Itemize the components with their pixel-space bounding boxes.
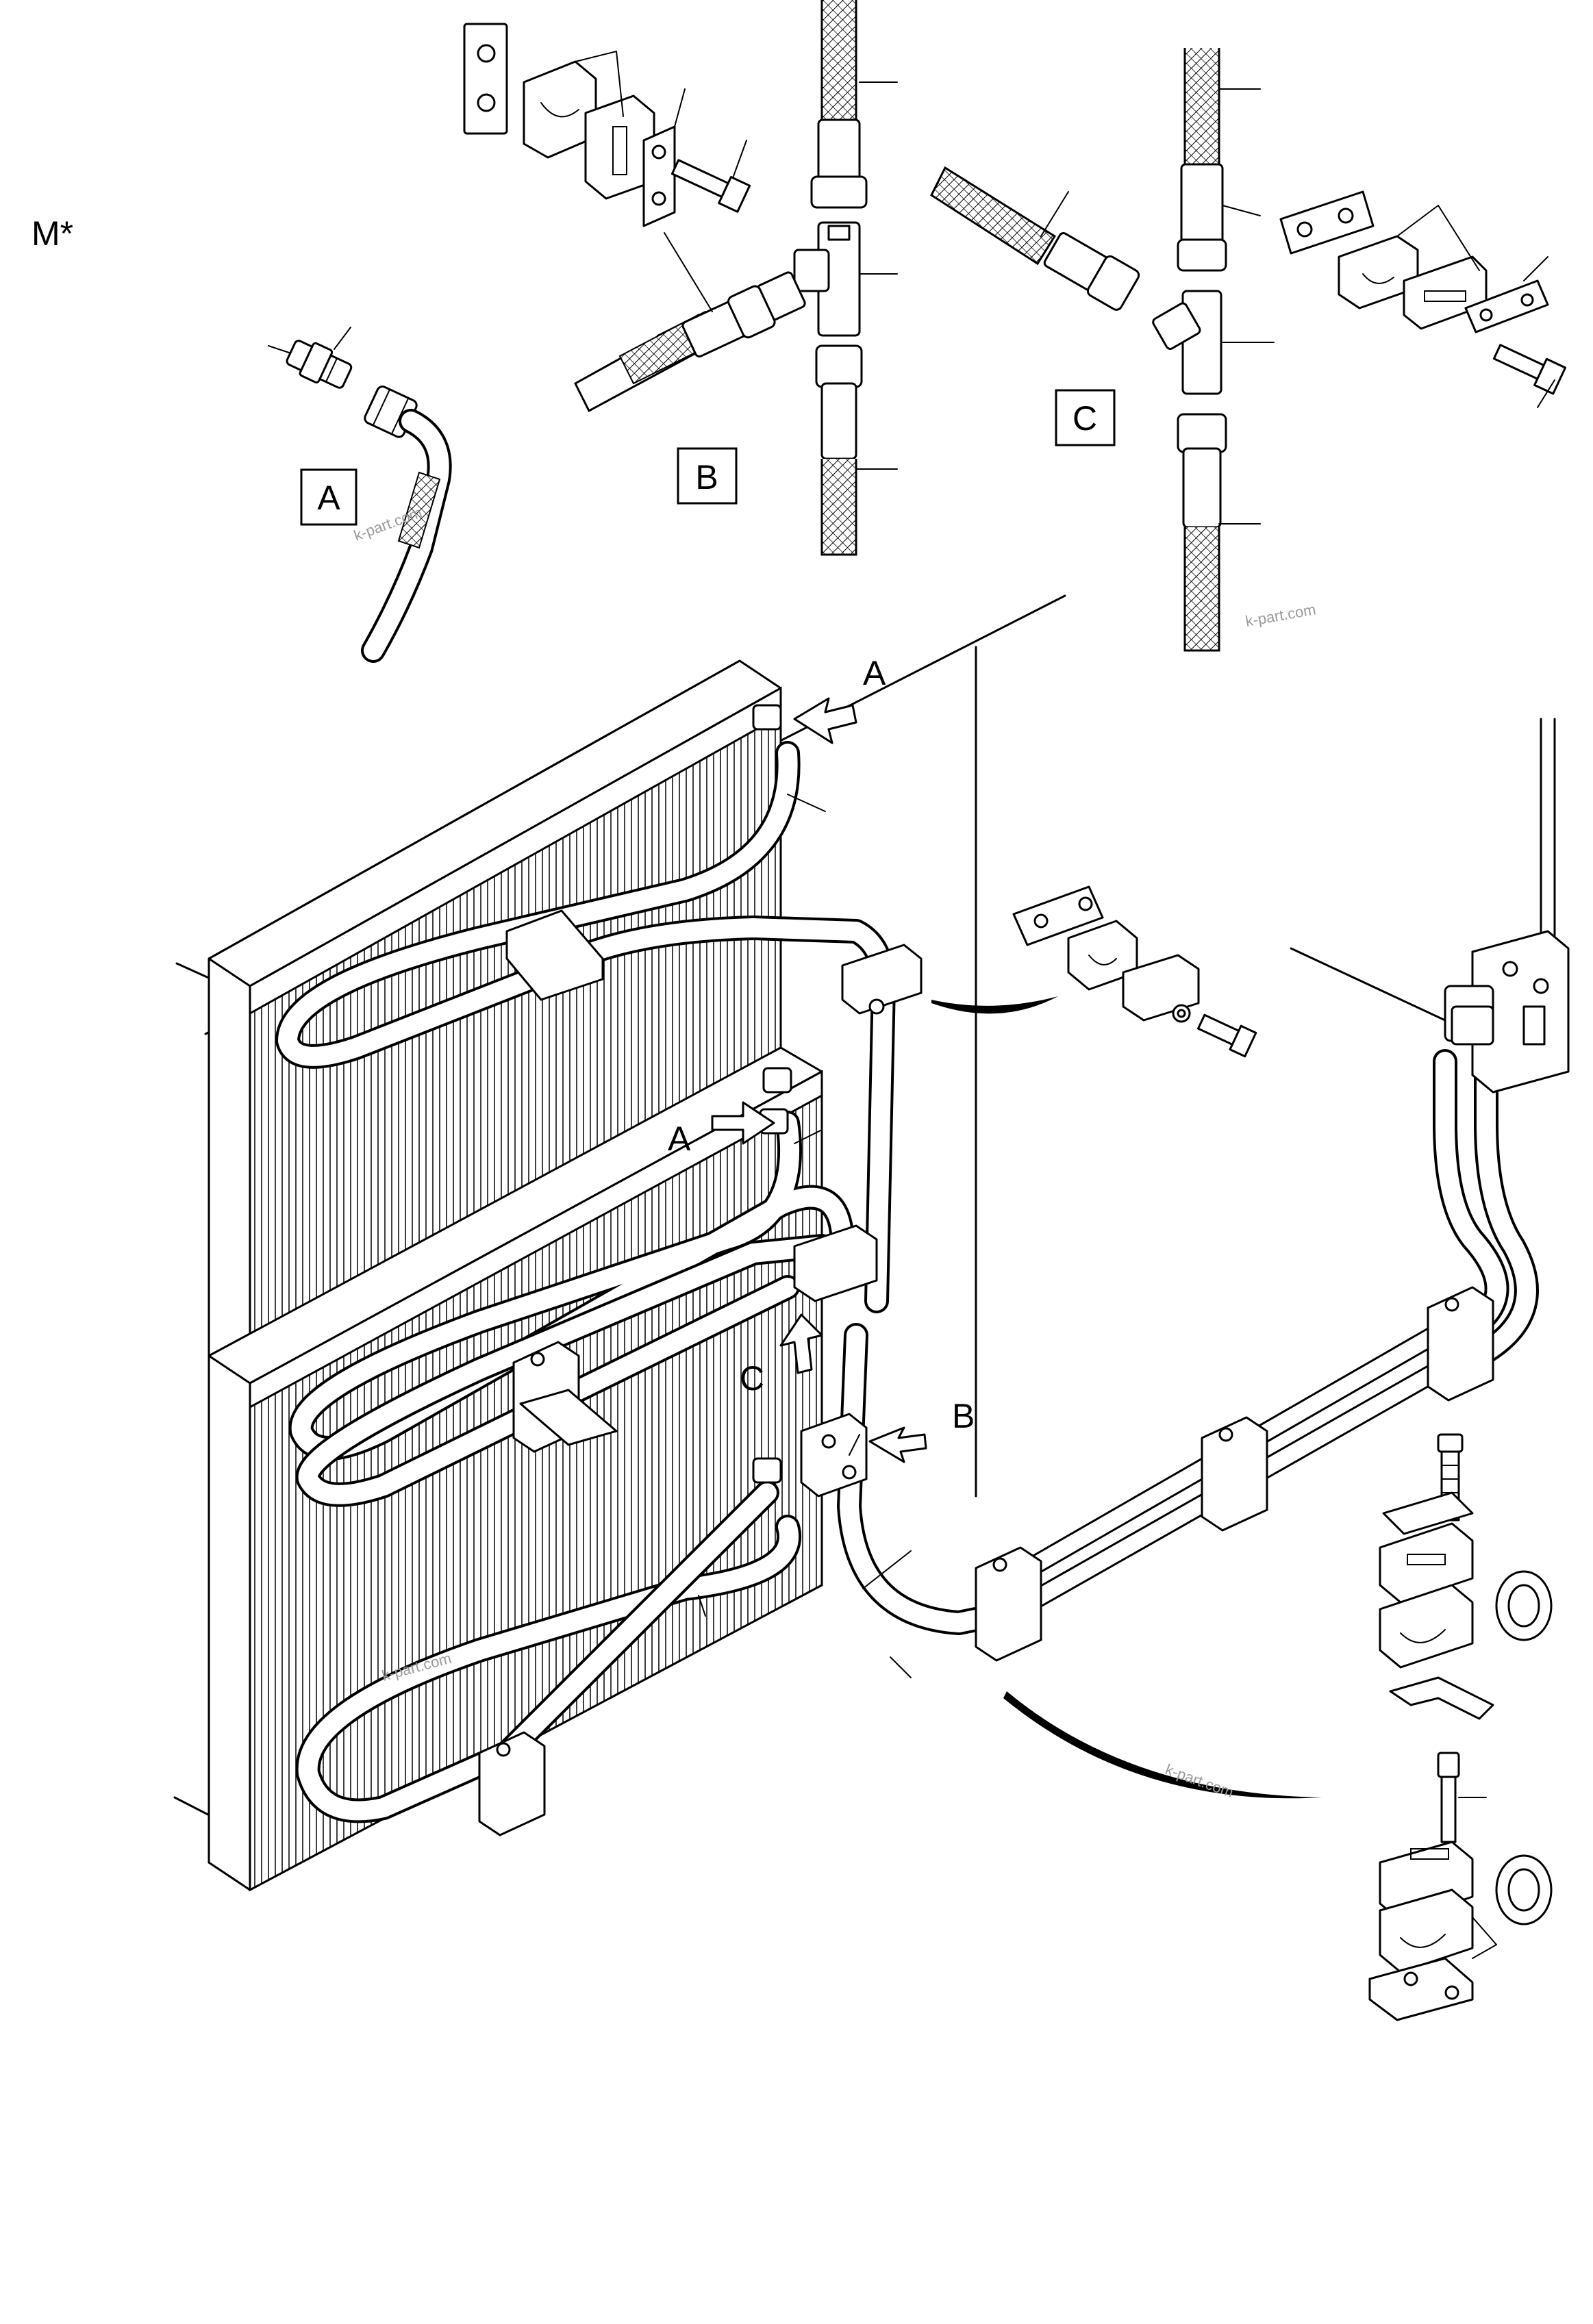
clamp-cover	[642, 125, 676, 227]
arrow-c	[779, 1313, 823, 1374]
detail-b-label: B	[695, 458, 718, 496]
callout-b: B	[952, 1397, 975, 1435]
detail-a: A	[268, 327, 452, 663]
callout-c: C	[740, 1359, 764, 1398]
cooler-bracket	[519, 1389, 618, 1446]
callout-a-mid: A	[668, 1120, 691, 1158]
detail-a-box	[300, 468, 358, 526]
cooler-bracket	[505, 909, 604, 1001]
manifold-block	[793, 1224, 878, 1302]
detail-a-label: A	[317, 479, 340, 517]
rail-clamp	[1427, 1286, 1494, 1402]
cooler-hoses	[275, 741, 1040, 1823]
clamp-detail-mid	[931, 885, 1257, 1058]
arrow-a-top	[793, 697, 857, 744]
callout-arrows	[711, 697, 927, 1463]
upper-cooler	[208, 659, 782, 1430]
detail-c: C	[930, 48, 1567, 652]
detail-b: B	[463, 0, 898, 556]
rail-clamps	[478, 909, 1494, 1836]
corner-code: M*	[32, 214, 73, 253]
cooler-clamp	[478, 1731, 546, 1836]
arrow-a-mid	[711, 1101, 775, 1145]
clamp-plate-c	[1279, 190, 1375, 255]
detail-c-label: C	[1073, 399, 1097, 438]
valve-unit	[1444, 930, 1570, 1094]
leader-lines	[698, 794, 912, 1678]
clamp-plate	[463, 23, 508, 135]
arrow-b	[868, 1426, 927, 1463]
clamp-detail-lower	[1003, 1433, 1553, 2021]
callout-a-top: A	[863, 654, 886, 692]
detail-b-box	[677, 447, 738, 505]
manifolds	[752, 704, 923, 1498]
manifold-block	[841, 944, 923, 1015]
rail-clamp	[975, 1546, 1042, 1662]
rail-clamp	[1201, 1416, 1268, 1532]
watermark: k-part.com	[1244, 601, 1318, 630]
detail-c-box	[1055, 389, 1116, 446]
